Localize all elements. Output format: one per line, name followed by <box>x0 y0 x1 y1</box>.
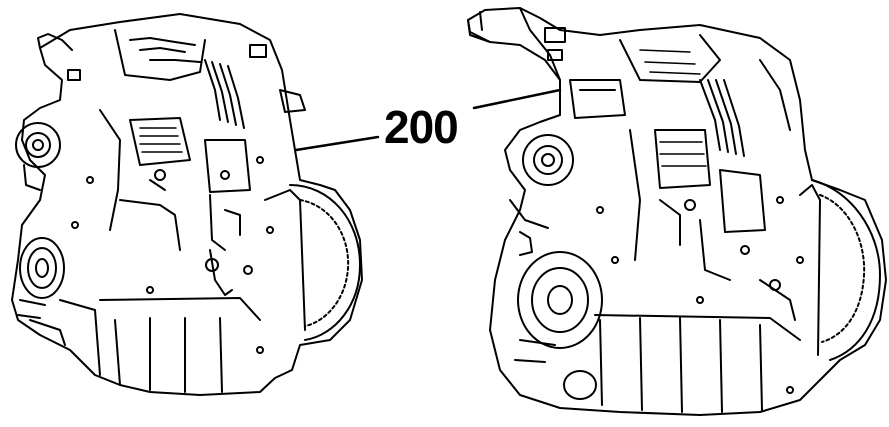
engine-left-outline <box>11 13 363 396</box>
engine-left-view <box>11 13 363 396</box>
leader-line-right <box>472 88 562 110</box>
callout-leaders <box>294 88 562 152</box>
engine-right-view <box>467 7 887 416</box>
engine-right-outline <box>467 7 887 416</box>
leader-line-left <box>294 135 380 152</box>
callout-label-200: 200 <box>384 101 459 153</box>
